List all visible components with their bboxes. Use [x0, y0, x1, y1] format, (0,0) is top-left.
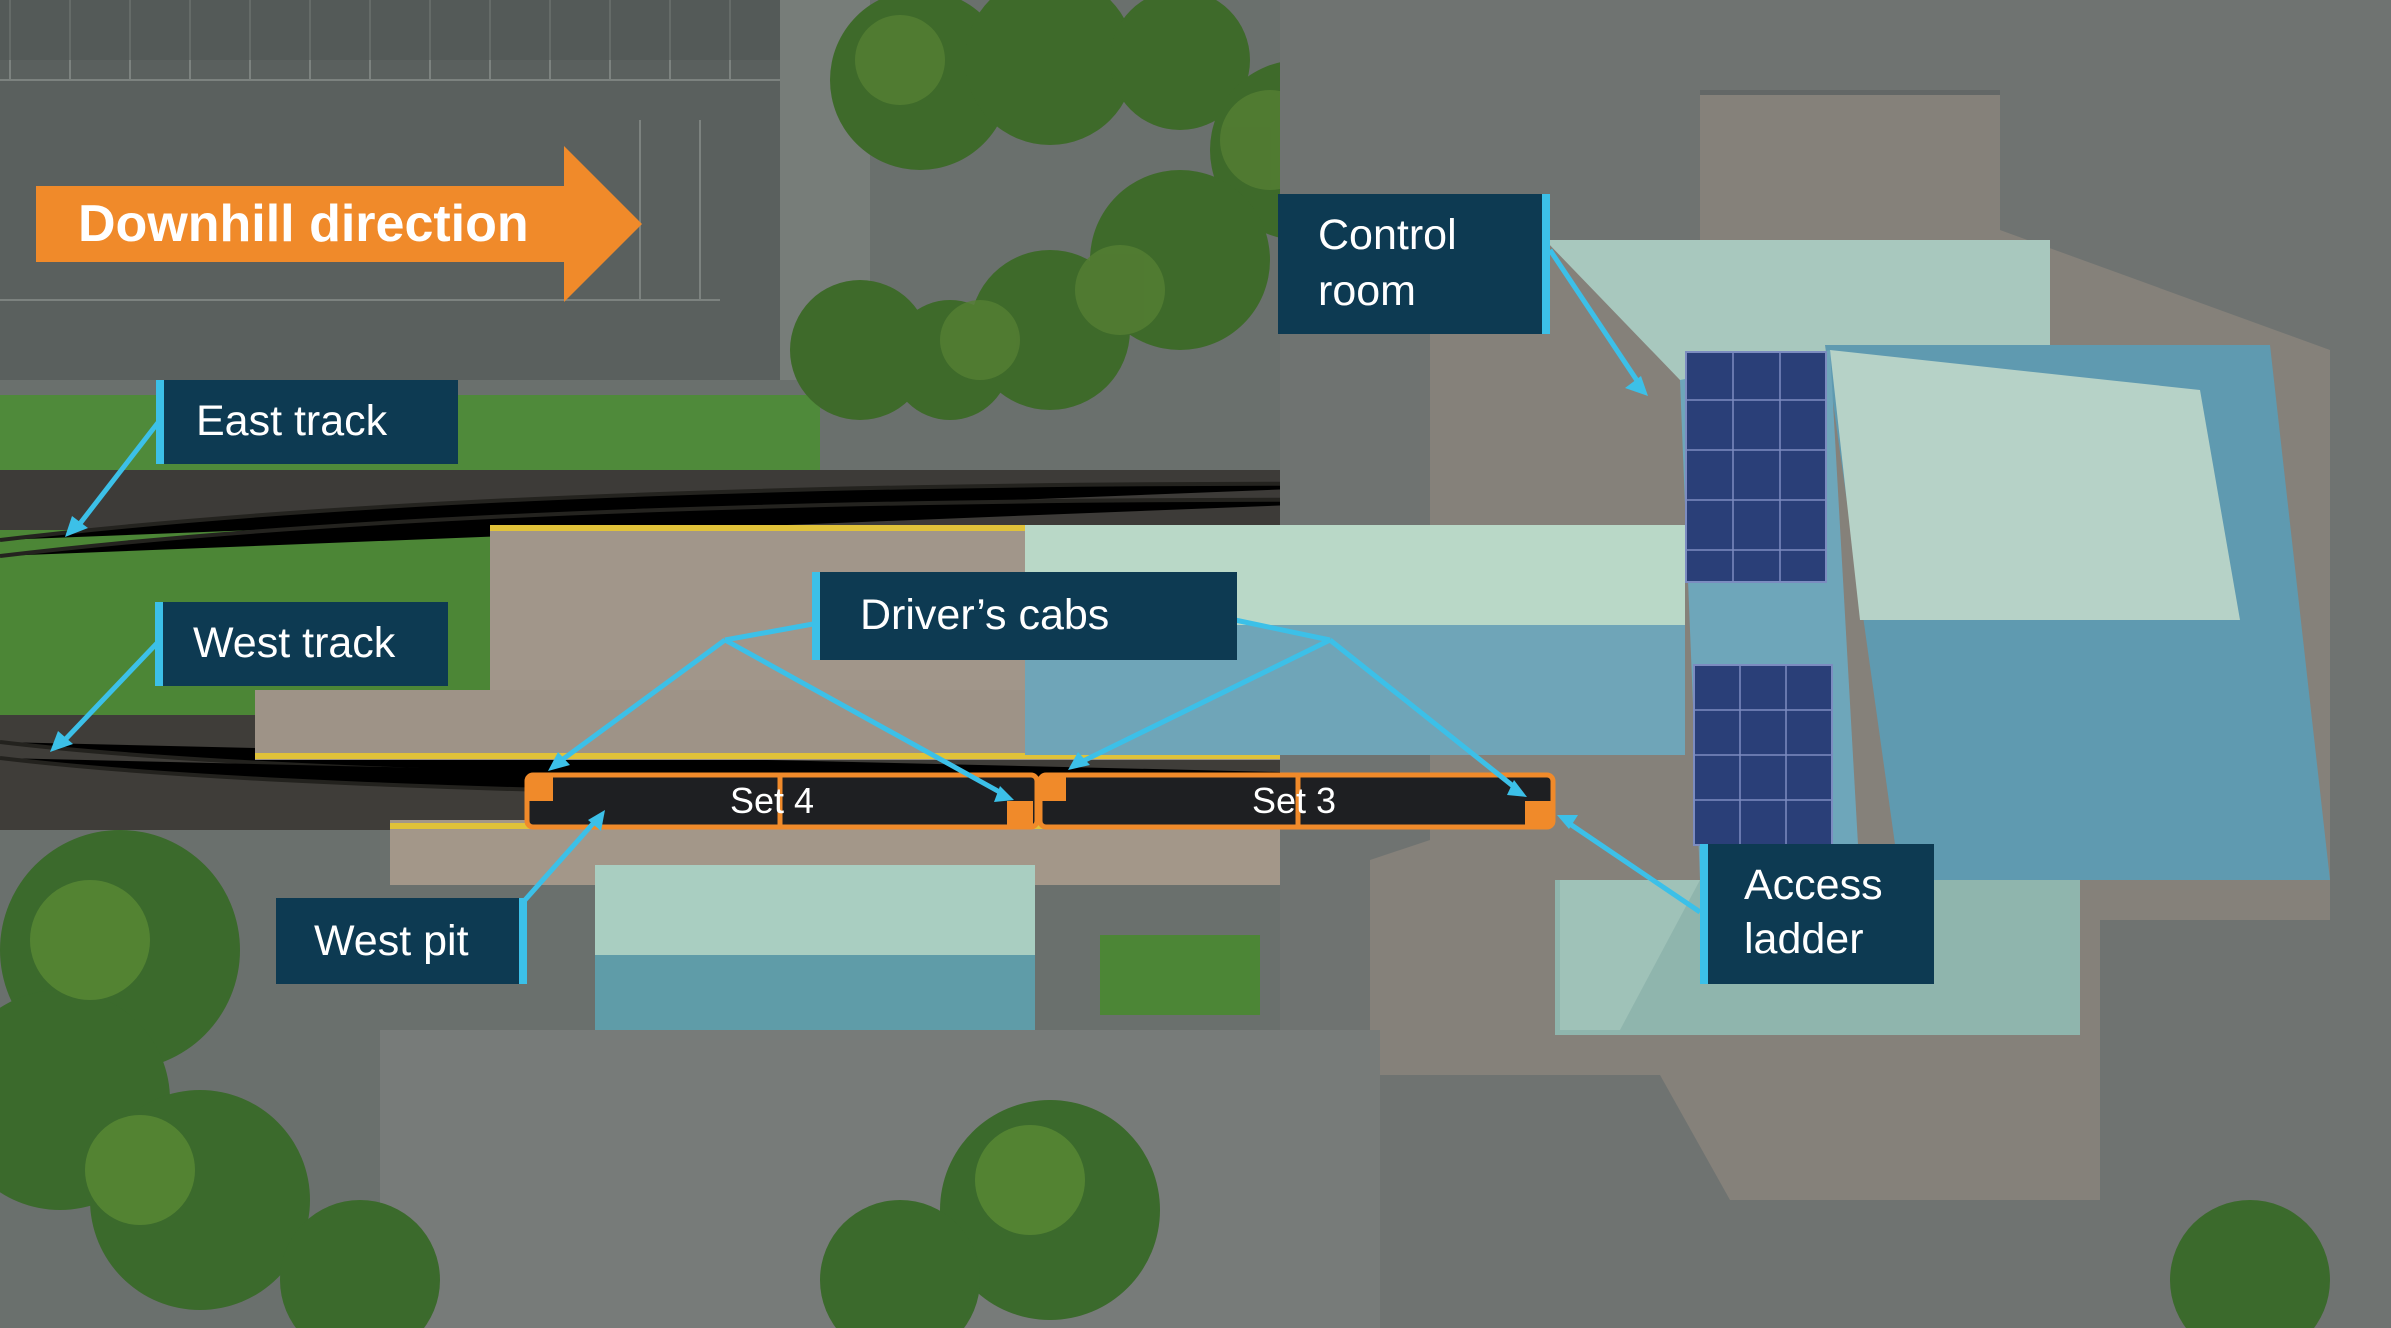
- control-room-text-2: room: [1318, 267, 1416, 315]
- drivers-cabs-text: Driver’s cabs: [860, 591, 1110, 639]
- access-ladder-text-1: Access: [1744, 861, 1883, 909]
- label-accent: [1542, 194, 1550, 334]
- label-accent: [519, 898, 527, 984]
- set-3-label: Set 3: [1252, 780, 1337, 821]
- label-accent: [155, 602, 163, 686]
- downhill-arrow: [36, 146, 642, 302]
- train-set-4: [524, 772, 1040, 830]
- trees-south: [0, 830, 2330, 1328]
- west-track-label: West track: [155, 602, 448, 686]
- access-ladder-label: Access ladder: [1700, 844, 1934, 984]
- west-track-text: West track: [193, 619, 396, 667]
- label-accent: [812, 572, 820, 660]
- west-pit-text: West pit: [314, 917, 469, 965]
- label-accent: [156, 380, 164, 464]
- east-track-label: East track: [156, 380, 458, 464]
- label-accent: [1700, 844, 1708, 984]
- control-room-text-1: Control: [1318, 211, 1457, 259]
- callout-lines: [58, 248, 1702, 915]
- west-pit-label: West pit: [276, 898, 527, 984]
- train-set-3: [1037, 772, 1556, 830]
- set-4-label: Set 4: [730, 780, 815, 821]
- downhill-direction-label: Downhill direction: [78, 195, 529, 253]
- drivers-cabs-label: Driver’s cabs: [812, 572, 1237, 660]
- access-ladder-text-2: ladder: [1744, 915, 1864, 963]
- control-room-label: Control room: [1278, 194, 1550, 334]
- east-track-text: East track: [196, 397, 388, 445]
